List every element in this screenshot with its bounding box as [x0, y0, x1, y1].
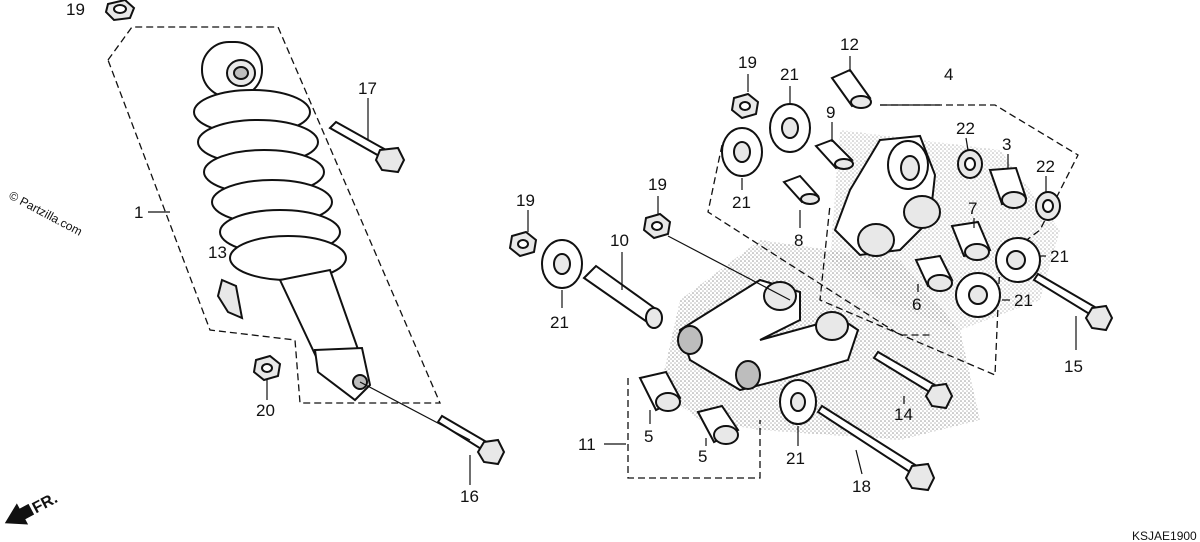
collar-6[interactable] [914, 254, 954, 292]
callout-11: 11 [578, 435, 596, 454]
callout-21-c: 21 [550, 313, 569, 332]
cushion-link-11[interactable] [677, 278, 860, 392]
callout-19-d: 19 [516, 191, 535, 210]
leader-lines [527, 56, 1077, 475]
callout-22-a: 22 [956, 119, 975, 138]
callout-labels: 19 1 13 17 20 16 19 21 12 9 21 8 4 22 3 … [66, 0, 1083, 506]
callout-7: 7 [968, 199, 977, 218]
washer-22-a[interactable] [957, 149, 983, 179]
bolt-16[interactable] [436, 414, 506, 466]
collar-5-b[interactable] [696, 404, 740, 445]
callout-16: 16 [460, 487, 479, 506]
nut-19-a[interactable] [730, 92, 760, 120]
label-13[interactable] [216, 278, 244, 320]
washer-21-b[interactable] [721, 127, 763, 177]
collar-5-a[interactable] [638, 370, 682, 412]
shock-absorber-group [104, 0, 506, 485]
callout-21-a: 21 [780, 65, 799, 84]
cushion-arm-4[interactable] [833, 134, 941, 257]
callout-5-a: 5 [644, 427, 653, 446]
callout-21-d: 21 [1050, 247, 1069, 266]
washer-21-d[interactable] [995, 237, 1041, 283]
callout-3: 3 [1002, 135, 1011, 154]
callout-1: 1 [134, 203, 143, 222]
callout-17: 17 [358, 79, 377, 98]
callout-19-b: 19 [738, 53, 757, 72]
nut-20[interactable] [252, 354, 282, 382]
collar-9[interactable] [814, 138, 854, 170]
callout-15: 15 [1064, 357, 1083, 376]
callout-19-top: 19 [66, 0, 85, 19]
callout-5-b: 5 [698, 447, 707, 466]
washer-21-c[interactable] [541, 239, 583, 289]
callout-4: 4 [944, 65, 953, 84]
bolt-17[interactable] [328, 120, 406, 174]
collar-3[interactable] [988, 166, 1028, 209]
callout-9: 9 [826, 103, 835, 122]
front-direction-marker: FR. [4, 490, 61, 525]
callout-8: 8 [794, 231, 803, 250]
bolt-14[interactable] [872, 350, 954, 410]
group-outline-upper [707, 144, 930, 336]
shock-body[interactable] [278, 268, 372, 402]
shock-outline [107, 26, 441, 404]
shock-top-eye[interactable] [201, 41, 263, 98]
callout-14: 14 [894, 405, 913, 424]
washer-21-a[interactable] [769, 103, 811, 153]
callout-10: 10 [610, 231, 629, 250]
callout-12: 12 [840, 35, 859, 54]
callout-18: 18 [852, 477, 871, 496]
diagram-code: KSJAE1900 [1132, 529, 1197, 542]
washer-21-f[interactable] [779, 379, 817, 425]
callout-20: 20 [256, 401, 275, 420]
collar-10[interactable] [582, 264, 663, 329]
cushion-arm-group [508, 56, 1114, 492]
callout-21-f: 21 [786, 449, 805, 468]
collar-7[interactable] [950, 220, 992, 261]
callout-21-b: 21 [732, 193, 751, 212]
washer-22-b[interactable] [1035, 191, 1061, 221]
bolt-18[interactable] [816, 404, 936, 492]
nut-19-top[interactable] [104, 0, 136, 22]
washer-21-e[interactable] [955, 272, 1001, 318]
nut-19-b[interactable] [642, 212, 672, 240]
callout-13: 13 [208, 243, 227, 262]
front-label: FR. [30, 490, 61, 517]
bolt-15[interactable] [1032, 272, 1114, 332]
watermark: © Partzilla.com [7, 188, 85, 238]
callout-19-c: 19 [648, 175, 667, 194]
collar-12[interactable] [830, 68, 872, 109]
group-outline-11 [627, 378, 761, 479]
callout-22-b: 22 [1036, 157, 1055, 176]
callout-21-e: 21 [1014, 291, 1033, 310]
nut-19-c[interactable] [508, 230, 538, 258]
callout-6: 6 [912, 295, 921, 314]
collar-8[interactable] [782, 174, 820, 205]
shock-spring[interactable] [193, 89, 347, 281]
